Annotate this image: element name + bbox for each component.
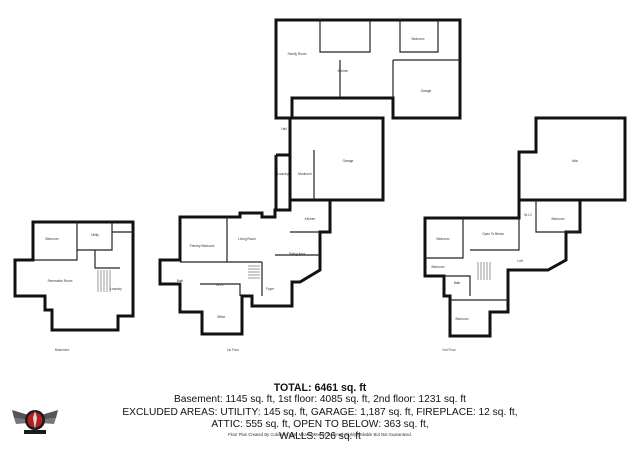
first-floor-stairs (248, 265, 260, 279)
upper-garage-label: Garage (421, 89, 432, 93)
basement-rec-label: Recreation Room (48, 279, 73, 283)
second-bath-label: Bath (454, 281, 461, 285)
area-summary: TOTAL: 6461 sq. ft Basement: 1145 sq. ft… (120, 382, 520, 443)
wic-label: W.I.C (216, 283, 224, 287)
bath-label: Bath (177, 279, 184, 283)
excluded-areas-line-1: EXCLUDED AREAS: UTILITY: 145 sq. ft, GAR… (122, 406, 518, 418)
basement-utility-label: Utility (91, 233, 99, 237)
dining-area-label: Dining Area (289, 252, 306, 256)
attic-label: Attic (572, 159, 579, 163)
office-label: Office (217, 315, 225, 319)
mudroom-label: Mudroom (298, 172, 312, 176)
family-room-label: Family Room (288, 52, 307, 56)
basement-floor-label: Basement (55, 348, 69, 352)
basement-floor-plan: Bedroom Utility Recreation Room Laundry … (13, 220, 135, 352)
first-floor-plan: Primary Bedroom Living Room Kitchen Dini… (158, 18, 462, 352)
second-bedroom-2-label: Bedroom (552, 217, 565, 221)
basement-stairs (97, 270, 111, 292)
foyer-label: Foyer (266, 287, 275, 291)
second-wic-label: W.I.C (524, 213, 532, 217)
loft-label: Loft (517, 259, 522, 263)
total-area: TOTAL: 6461 sq. ft (273, 382, 367, 394)
open-to-below-label: Open To Below (482, 232, 504, 236)
hall-label: Hall (281, 127, 287, 131)
second-floor-plan: Attic Bedroom Bedroom Bedroom Bedroom Op… (423, 116, 627, 352)
basement-bedroom-label: Bedroom (46, 237, 59, 241)
excluded-areas-line-2: ATTIC: 555 sq. ft, OPEN TO BELOW: 363 sq… (211, 418, 429, 430)
upper-bedroom-label: Bedroom (412, 37, 425, 41)
living-room-label: Living Room (238, 237, 256, 241)
kitchen-label: Kitchen (305, 217, 316, 221)
garage-label: Garage (343, 159, 354, 163)
second-bedroom-3-label: Bedroom (432, 265, 445, 269)
laundry-label: Laundry (277, 172, 289, 176)
first-floor-label: 1st Floor (227, 348, 240, 352)
basement-laundry-label: Laundry (110, 287, 122, 291)
second-floor-stairs (477, 262, 491, 280)
second-floor-label: 2nd Floor (442, 348, 456, 352)
upper-kitchen-label: Kitchen (338, 69, 349, 73)
second-bedroom-1-label: Bedroom (437, 237, 450, 241)
floor-plan-drawing: Bedroom Utility Recreation Room Laundry … (13, 18, 627, 352)
brand-logo (12, 410, 58, 434)
primary-bedroom-label: Primary Bedroom (190, 244, 215, 248)
walls-area: WALLS: 526 sq. ft (279, 431, 361, 443)
second-bedroom-4-label: Bedroom (456, 317, 469, 321)
disclaimer-text: Floor Plan Created By Cubicasa App. Meas… (228, 432, 412, 437)
floor-areas: Basement: 1145 sq. ft, 1st floor: 4085 s… (173, 394, 467, 406)
